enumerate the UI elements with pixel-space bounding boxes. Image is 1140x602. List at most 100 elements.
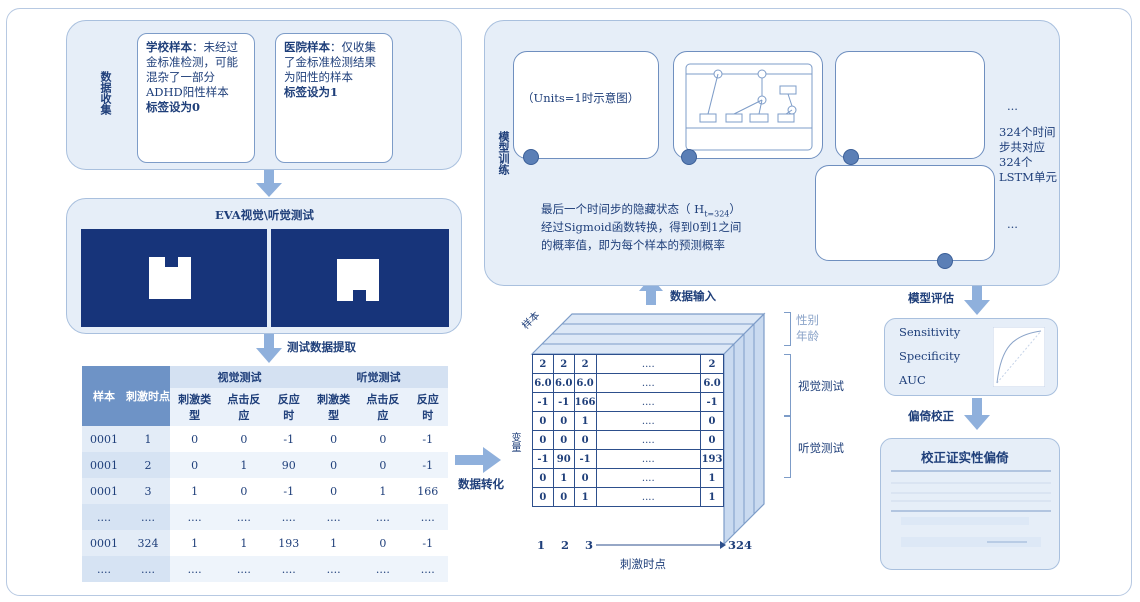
lstm-cell-1: （Units=1时示意图） (513, 51, 659, 159)
table-cell: .... (326, 510, 341, 524)
lstm-dots-2: ... (1007, 217, 1018, 231)
cube-axis-time: 刺激时点 (620, 557, 666, 571)
cube-cell: 0 (573, 430, 597, 450)
table-cell: 0 (191, 432, 199, 446)
test-title: EVA视觉\听觉测试 (215, 208, 314, 222)
cube-cell: -1 (552, 392, 575, 412)
bracket-audio (784, 416, 791, 478)
table-cell: 324 (126, 530, 170, 556)
cube-cell: 0 (532, 487, 554, 507)
cube-cell: 1 (573, 411, 597, 431)
table-cell: 1 (330, 536, 338, 550)
lstm-panel: 模型训练 （Units=1时示意图） ... ... (484, 20, 1060, 286)
th-time: 刺激时点 (126, 366, 170, 426)
cube-cell: 0 (700, 411, 724, 431)
hospital-sample-card: 医院样本：仅收集了金标准检测结果为阳性的样本 标签设为1 (275, 33, 393, 163)
table-cell: .... (420, 562, 435, 576)
figure-frame (6, 8, 1132, 596)
test-panel: EVA视觉\听觉测试 (66, 198, 462, 334)
collection-panel: 数据收集 学校样本：未经过金标准检测，可能混杂了一部分ADHD阳性样本 标签设为… (66, 20, 462, 170)
cube-depth-lines (530, 312, 766, 544)
label-audio: 听觉测试 (798, 441, 844, 455)
data-table: 样本 刺激时点 视觉测试 听觉测试 刺激类型 点击反应 反应时 刺激类型 点击反… (82, 366, 448, 582)
cube-cell: 6.0 (532, 373, 554, 393)
cube-cell: .... (595, 449, 702, 469)
table-cell: -1 (422, 432, 434, 446)
cube-cell: 0 (700, 430, 724, 450)
cube-cell: 1 (700, 468, 724, 488)
cube-x-axis (596, 541, 726, 549)
table-cell: .... (82, 556, 126, 582)
table-cell: 2 (126, 452, 170, 478)
roc-curve-thumbnail (993, 327, 1045, 387)
th-visual: 视觉测试 (170, 366, 309, 388)
hidden-output-node (937, 253, 953, 269)
th-sub: 刺激类型 (178, 393, 212, 422)
input-node (843, 149, 859, 165)
table-cell: 1 (240, 458, 248, 472)
hospital-sample-body: ：仅收集了金标准检测结果为阳性的样本 (284, 40, 376, 84)
table-cell: 0001 (82, 452, 126, 478)
arrow-collect-to-test (256, 170, 282, 197)
table-cell: 0 (379, 432, 387, 446)
lstm-cell-3 (835, 51, 985, 159)
cube-tick: 2 (561, 538, 570, 552)
cube-cell: 1 (573, 487, 597, 507)
arrow-eval-to-bias (964, 398, 990, 430)
table-cell: 1 (379, 484, 387, 498)
bias-title: 校正证实性偏倚 (921, 450, 1009, 465)
th-sample: 样本 (82, 366, 126, 426)
cube-cell: 193 (700, 449, 724, 469)
collection-side-label: 数据收集 (99, 71, 112, 115)
cube-cell: 0 (532, 411, 554, 431)
metric-auc: AUC (899, 373, 926, 387)
input-node (681, 149, 697, 165)
eval-arrow-label: 模型评估 (908, 291, 954, 305)
units-note: （Units=1时示意图） (522, 91, 640, 105)
school-sample-card: 学校样本：未经过金标准检测，可能混杂了一部分ADHD阳性样本 标签设为0 (137, 33, 255, 163)
steps-note: 324个时间步共对应324个LSTM单元 (999, 125, 1057, 184)
bias-panel: 校正证实性偏倚 (880, 438, 1060, 570)
cube-cell: 0 (573, 468, 597, 488)
table-cell: -1 (422, 536, 434, 550)
arrow-lstm-to-eval (964, 286, 990, 315)
cube-cell: .... (595, 468, 702, 488)
school-sample-tag: 标签设为0 (146, 100, 201, 114)
cube-cell: .... (595, 430, 702, 450)
table-cell: 0 (379, 536, 387, 550)
hospital-sample-title: 医院样本 (284, 40, 330, 54)
table-cell: .... (375, 562, 390, 576)
table-cell: 0 (240, 484, 248, 498)
bracket-demographics (784, 312, 791, 346)
cube-tick: 1 (537, 538, 546, 552)
cube-tick: 324 (728, 538, 753, 552)
table-cell: 0 (240, 432, 248, 446)
table-cell: -1 (283, 432, 295, 446)
table-cell: .... (236, 562, 251, 576)
table-cell: .... (281, 510, 296, 524)
metric-sensitivity: Sensitivity (899, 325, 961, 339)
table-cell: .... (326, 562, 341, 576)
cube-cell: .... (595, 392, 702, 412)
cube-cell: 166 (573, 392, 597, 412)
input-label: 数据输入 (670, 289, 716, 303)
table-cell: .... (126, 504, 170, 530)
cube-tick: 3 (585, 538, 594, 552)
cube-cell: -1 (700, 392, 724, 412)
visual-test-screen (81, 229, 267, 327)
arrow-test-to-table (256, 334, 282, 363)
school-sample-body: ：未经过金标准检测，可能混杂了一部分ADHD阳性样本 (146, 40, 238, 99)
table-cell: .... (281, 562, 296, 576)
cube-cell: 0 (532, 430, 554, 450)
convert-label: 数据转化 (458, 477, 504, 491)
lstm-gate-diagram (685, 63, 813, 151)
table-cell: 0001 (82, 530, 126, 556)
bracket-visual (784, 354, 791, 416)
table-cell: 166 (417, 484, 439, 498)
table-cell: 0 (330, 484, 338, 498)
desc-line1-end: ） (729, 202, 741, 216)
label-visual: 视觉测试 (798, 379, 844, 393)
